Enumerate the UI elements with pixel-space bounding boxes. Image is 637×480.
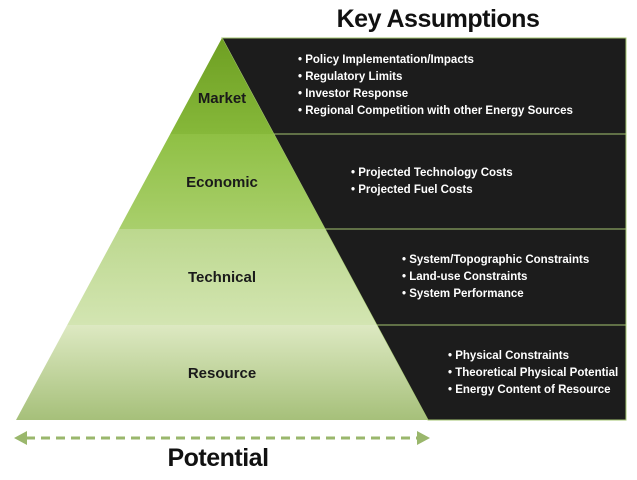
list-item: Projected Technology Costs — [351, 165, 512, 182]
potential-label: Potential — [167, 444, 269, 472]
tier-label-economic: Economic — [186, 174, 258, 191]
market-assumptions-list: Policy Implementation/Impacts Regulatory… — [298, 52, 573, 120]
list-item: Land-use Constraints — [402, 269, 589, 286]
tier-label-market: Market — [197, 90, 247, 107]
list-item: Investor Response — [298, 86, 573, 103]
arrow-right-icon — [417, 431, 430, 445]
list-item: Regulatory Limits — [298, 69, 573, 86]
list-item: Energy Content of Resource — [448, 382, 618, 399]
list-item: Theoretical Physical Potential — [448, 365, 618, 382]
pyramid-tier-technical — [67, 229, 377, 325]
tier-label-resource: Resource — [187, 365, 257, 382]
key-assumptions-title: Key Assumptions — [336, 5, 540, 33]
tier-label-technical: Technical — [187, 269, 257, 286]
arrow-left-icon — [14, 431, 27, 445]
pyramid-tier-economic — [119, 134, 325, 229]
list-item: System Performance — [402, 286, 589, 303]
list-item: Physical Constraints — [448, 348, 618, 365]
pyramid-tier-market — [170, 38, 274, 134]
resource-assumptions-list: Physical Constraints Theoretical Physica… — [448, 348, 618, 399]
list-item: System/Topographic Constraints — [402, 252, 589, 269]
list-item: Projected Fuel Costs — [351, 182, 513, 199]
list-item: Policy Implementation/Impacts — [298, 52, 573, 69]
technical-assumptions-list: System/Topographic Constraints Land-use … — [402, 252, 589, 303]
pyramid-tier-resource — [16, 325, 428, 420]
list-item: Regional Competition with other Energy S… — [298, 103, 573, 120]
economic-assumptions-list: Projected Technology Costs Projected Fue… — [351, 165, 513, 199]
